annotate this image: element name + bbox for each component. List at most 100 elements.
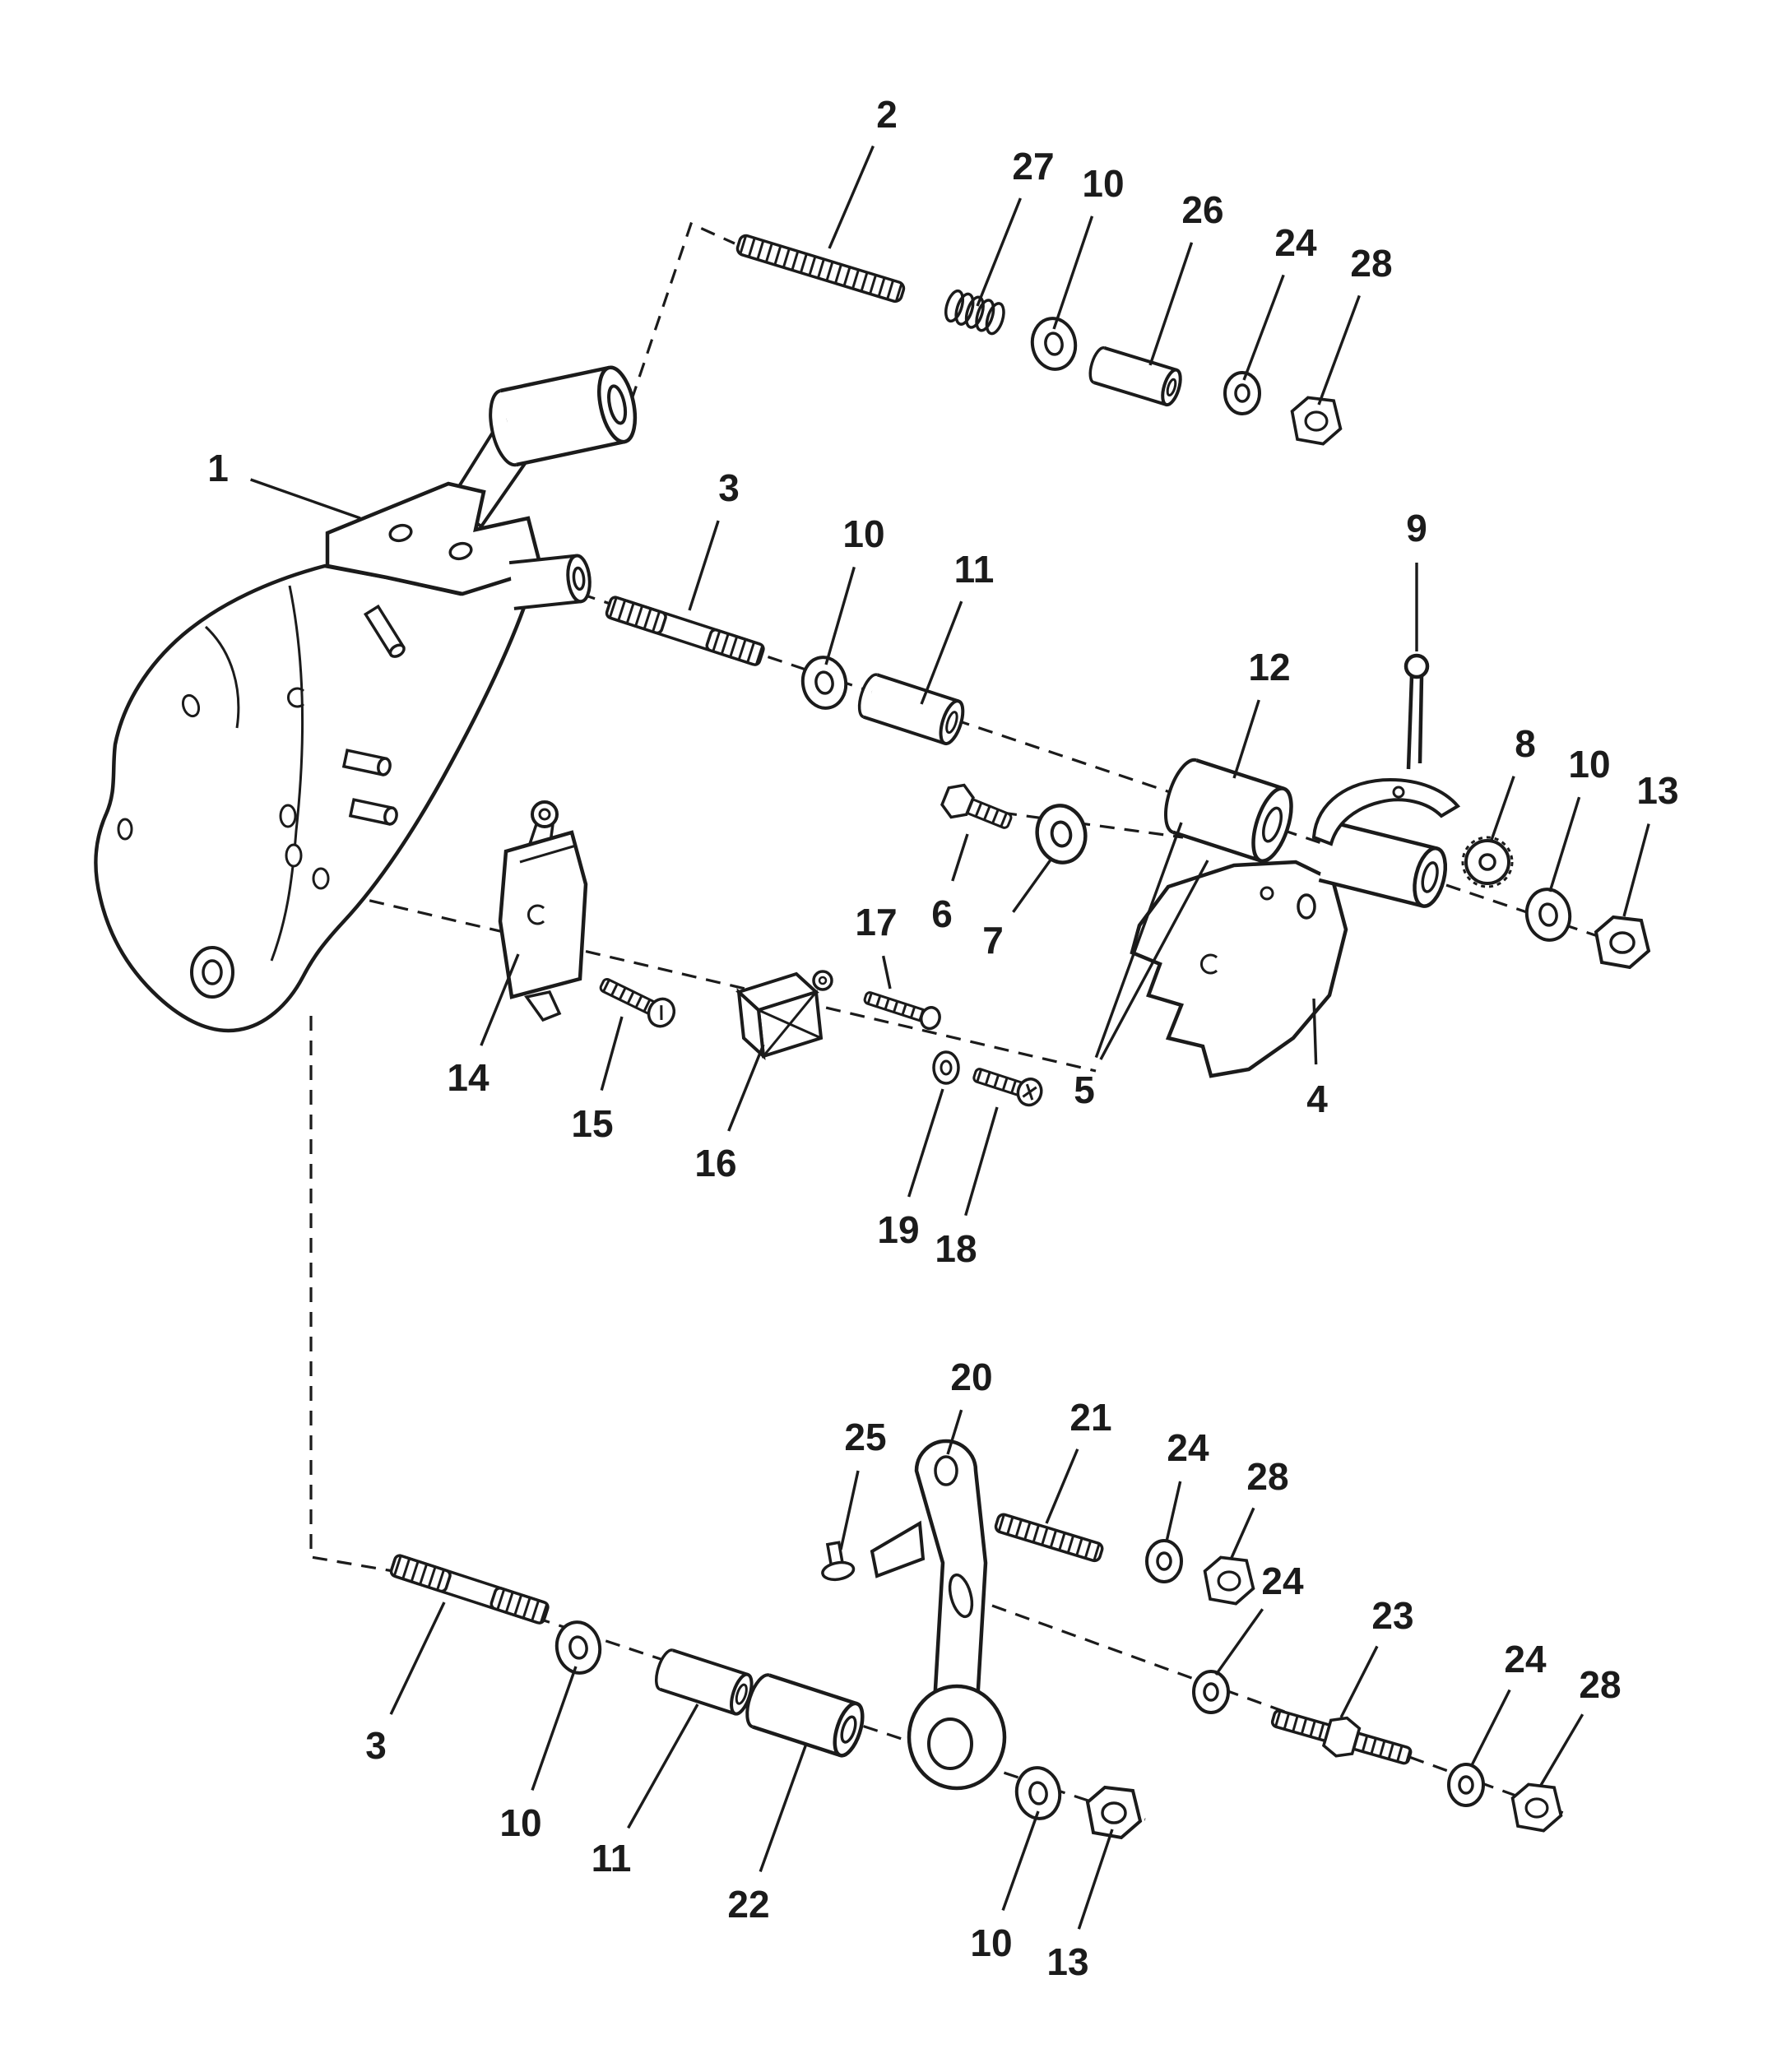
callout-leader-19 [907,1088,944,1198]
callout-leader-5 [1094,822,1183,1059]
bracket-top-boss [489,365,638,467]
callout-18: 18 [935,1227,977,1270]
callout-19: 19 [877,1208,919,1251]
callout-leader-24 [1242,274,1285,381]
part-10-washer-bottom-left [551,1616,605,1679]
callout-leader-13 [1622,823,1650,917]
part-11-spacer-mid [857,673,965,746]
callout-leader-12 [1232,699,1260,779]
callout-leader-18 [964,1106,999,1217]
callout-leader-28 [1229,1507,1255,1560]
part-1-main-bracket [94,365,638,1033]
bracket-fold-line [270,585,304,962]
part-21-stud [994,1513,1104,1563]
callout-4: 4 [1306,1078,1328,1120]
lever-arm [914,1439,988,1705]
callout-2: 2 [876,93,898,136]
part-28-locknut-a [1203,1555,1255,1606]
callout-leader-21 [1045,1449,1079,1524]
part-24-washer-top [1223,371,1261,415]
part-16-cam-block [735,970,833,1061]
callout-leader-22 [759,1743,808,1873]
callout-7: 7 [982,919,1004,962]
callout-3: 3 [718,466,740,509]
lever-top-hole [934,1455,958,1486]
callout-leader-14 [480,953,520,1046]
centerline-left-drop [309,1016,394,1573]
part-24-washer-c [1447,1763,1485,1807]
part-23-stud-with-collar [1270,1709,1413,1765]
part-7-washer [1032,802,1089,866]
bracket-stud-boss-1 [341,749,392,776]
callout-leader-15 [600,1016,624,1091]
callout-leader-28 [1538,1713,1584,1787]
callout-10: 10 [970,1921,1012,1964]
part-17-screw [863,991,941,1031]
bracket-hole-small-2 [117,818,133,841]
part-10-washer-mid [797,651,851,714]
callout-8: 8 [1515,722,1536,765]
part-28-locknut-b [1510,1782,1563,1833]
callout-11: 11 [954,548,995,591]
anchor-clip-hole [1392,786,1405,799]
lever-slot [948,1573,974,1619]
callout-17: 17 [855,901,897,943]
bracket-slot-a [279,804,297,828]
callout-6: 6 [931,892,953,935]
callout-leader-6 [951,833,969,882]
callout-leader-3 [389,1602,446,1715]
part-26-spacer [1088,346,1182,407]
callout-1: 1 [207,447,229,489]
callout-9: 9 [1406,507,1427,549]
callout-leader-10 [824,566,856,665]
callout-3: 3 [365,1724,387,1767]
part-24-washer-a [1145,1539,1183,1583]
callout-14: 14 [447,1056,489,1099]
callout-leader-2 [828,145,875,249]
lever-hub-bore [927,1717,973,1770]
callout-leader-24 [1469,1689,1511,1768]
callout-28: 28 [1579,1663,1621,1706]
callout-leader-5 [1099,860,1209,1060]
callout-leader-11 [627,1703,699,1829]
bracket-flange-curve [204,625,240,729]
callout-leader-4 [1312,998,1318,1065]
bracket-body [94,563,540,1033]
callout-13: 13 [1636,769,1678,812]
part-12-spacer-large [1164,758,1293,864]
callout-leader-27 [976,197,1022,307]
callout-leader-13 [1077,1829,1114,1930]
callout-10: 10 [499,1801,541,1844]
callout-15: 15 [571,1102,613,1145]
part-20-lever [870,1439,1007,1791]
callout-leader-10 [1548,796,1581,892]
bracket-hole-big-inner [202,959,223,985]
centerline-top [622,221,735,424]
plate-hole-2 [448,541,473,561]
part-4-anchor-bracket [1130,777,1461,1078]
part-13-nut-right [1594,915,1650,969]
callout-20: 20 [950,1356,992,1398]
part-19-washer [932,1050,960,1085]
callout-leader-1 [250,478,361,520]
anchor-plate [1130,860,1348,1078]
callout-13: 13 [1046,1940,1088,1983]
part-8-star-washer [1461,836,1514,888]
callout-23: 23 [1371,1594,1413,1637]
bracket-pin [363,604,406,658]
callout-21: 21 [1069,1396,1111,1439]
callout-leader-17 [881,955,892,990]
part-10-washer-right [1521,883,1575,946]
part-9-cotter-pin [1404,653,1430,770]
callout-leader-8 [1489,776,1515,843]
callout-27: 27 [1012,145,1054,188]
lever-ear [870,1520,926,1578]
anchor-plate-hole-2 [1260,886,1274,901]
callout-24: 24 [1274,221,1317,264]
bracket-hole-small-3 [312,867,330,890]
callout-11: 11 [592,1837,632,1880]
callout-leader-11 [920,600,963,705]
callout-24: 24 [1167,1426,1209,1469]
